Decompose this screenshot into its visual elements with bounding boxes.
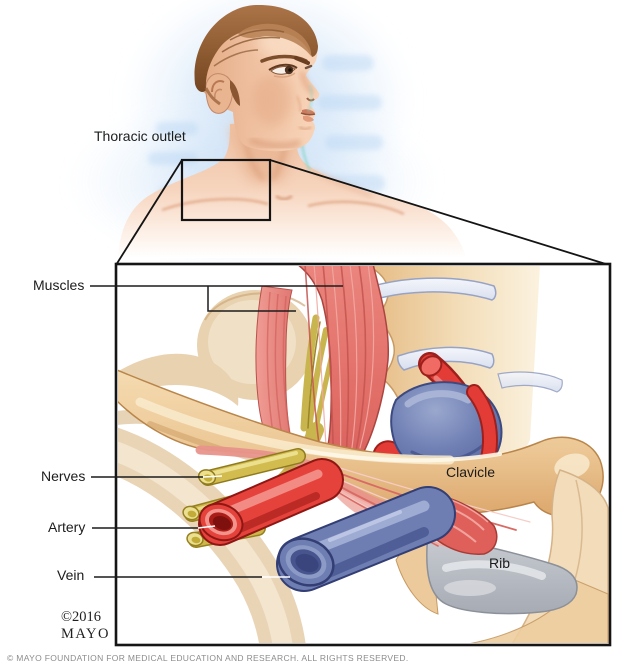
callout-lines — [115, 159, 610, 266]
vein-tube — [276, 486, 456, 592]
hair — [194, 4, 318, 106]
artery-tube — [198, 458, 344, 546]
head-figure — [118, 4, 466, 258]
footer-copyright: © MAYO FOUNDATION FOR MEDICAL EDUCATION … — [7, 653, 409, 663]
facial-features — [260, 54, 316, 130]
inset-anatomy — [118, 266, 609, 643]
credit-year: ©2016 — [61, 609, 102, 625]
nerve-tube-top — [197, 448, 306, 486]
torso — [118, 120, 466, 258]
thoracic-outlet-label: Thoracic outlet — [94, 128, 186, 144]
artery-label: Artery — [48, 519, 86, 535]
ear — [205, 73, 234, 114]
first-rib-front — [395, 533, 609, 643]
credit-org: MAYO — [61, 626, 110, 642]
muscles-label: Muscles — [33, 277, 85, 293]
callout-rectangle — [180, 158, 272, 222]
nostril — [306, 97, 315, 102]
nerves-label: Nerves — [41, 468, 86, 484]
clavicle-label: Clavicle — [446, 464, 496, 480]
leader-lines — [90, 285, 343, 578]
inset-box — [114, 262, 612, 647]
lower-lip — [303, 115, 314, 122]
vein-label: Vein — [57, 567, 85, 583]
rib-label: Rib — [489, 555, 511, 571]
mayo-credit: ©2016 MAYO — [61, 609, 110, 643]
muscles-leader-branch — [207, 286, 296, 312]
disc — [497, 371, 563, 393]
